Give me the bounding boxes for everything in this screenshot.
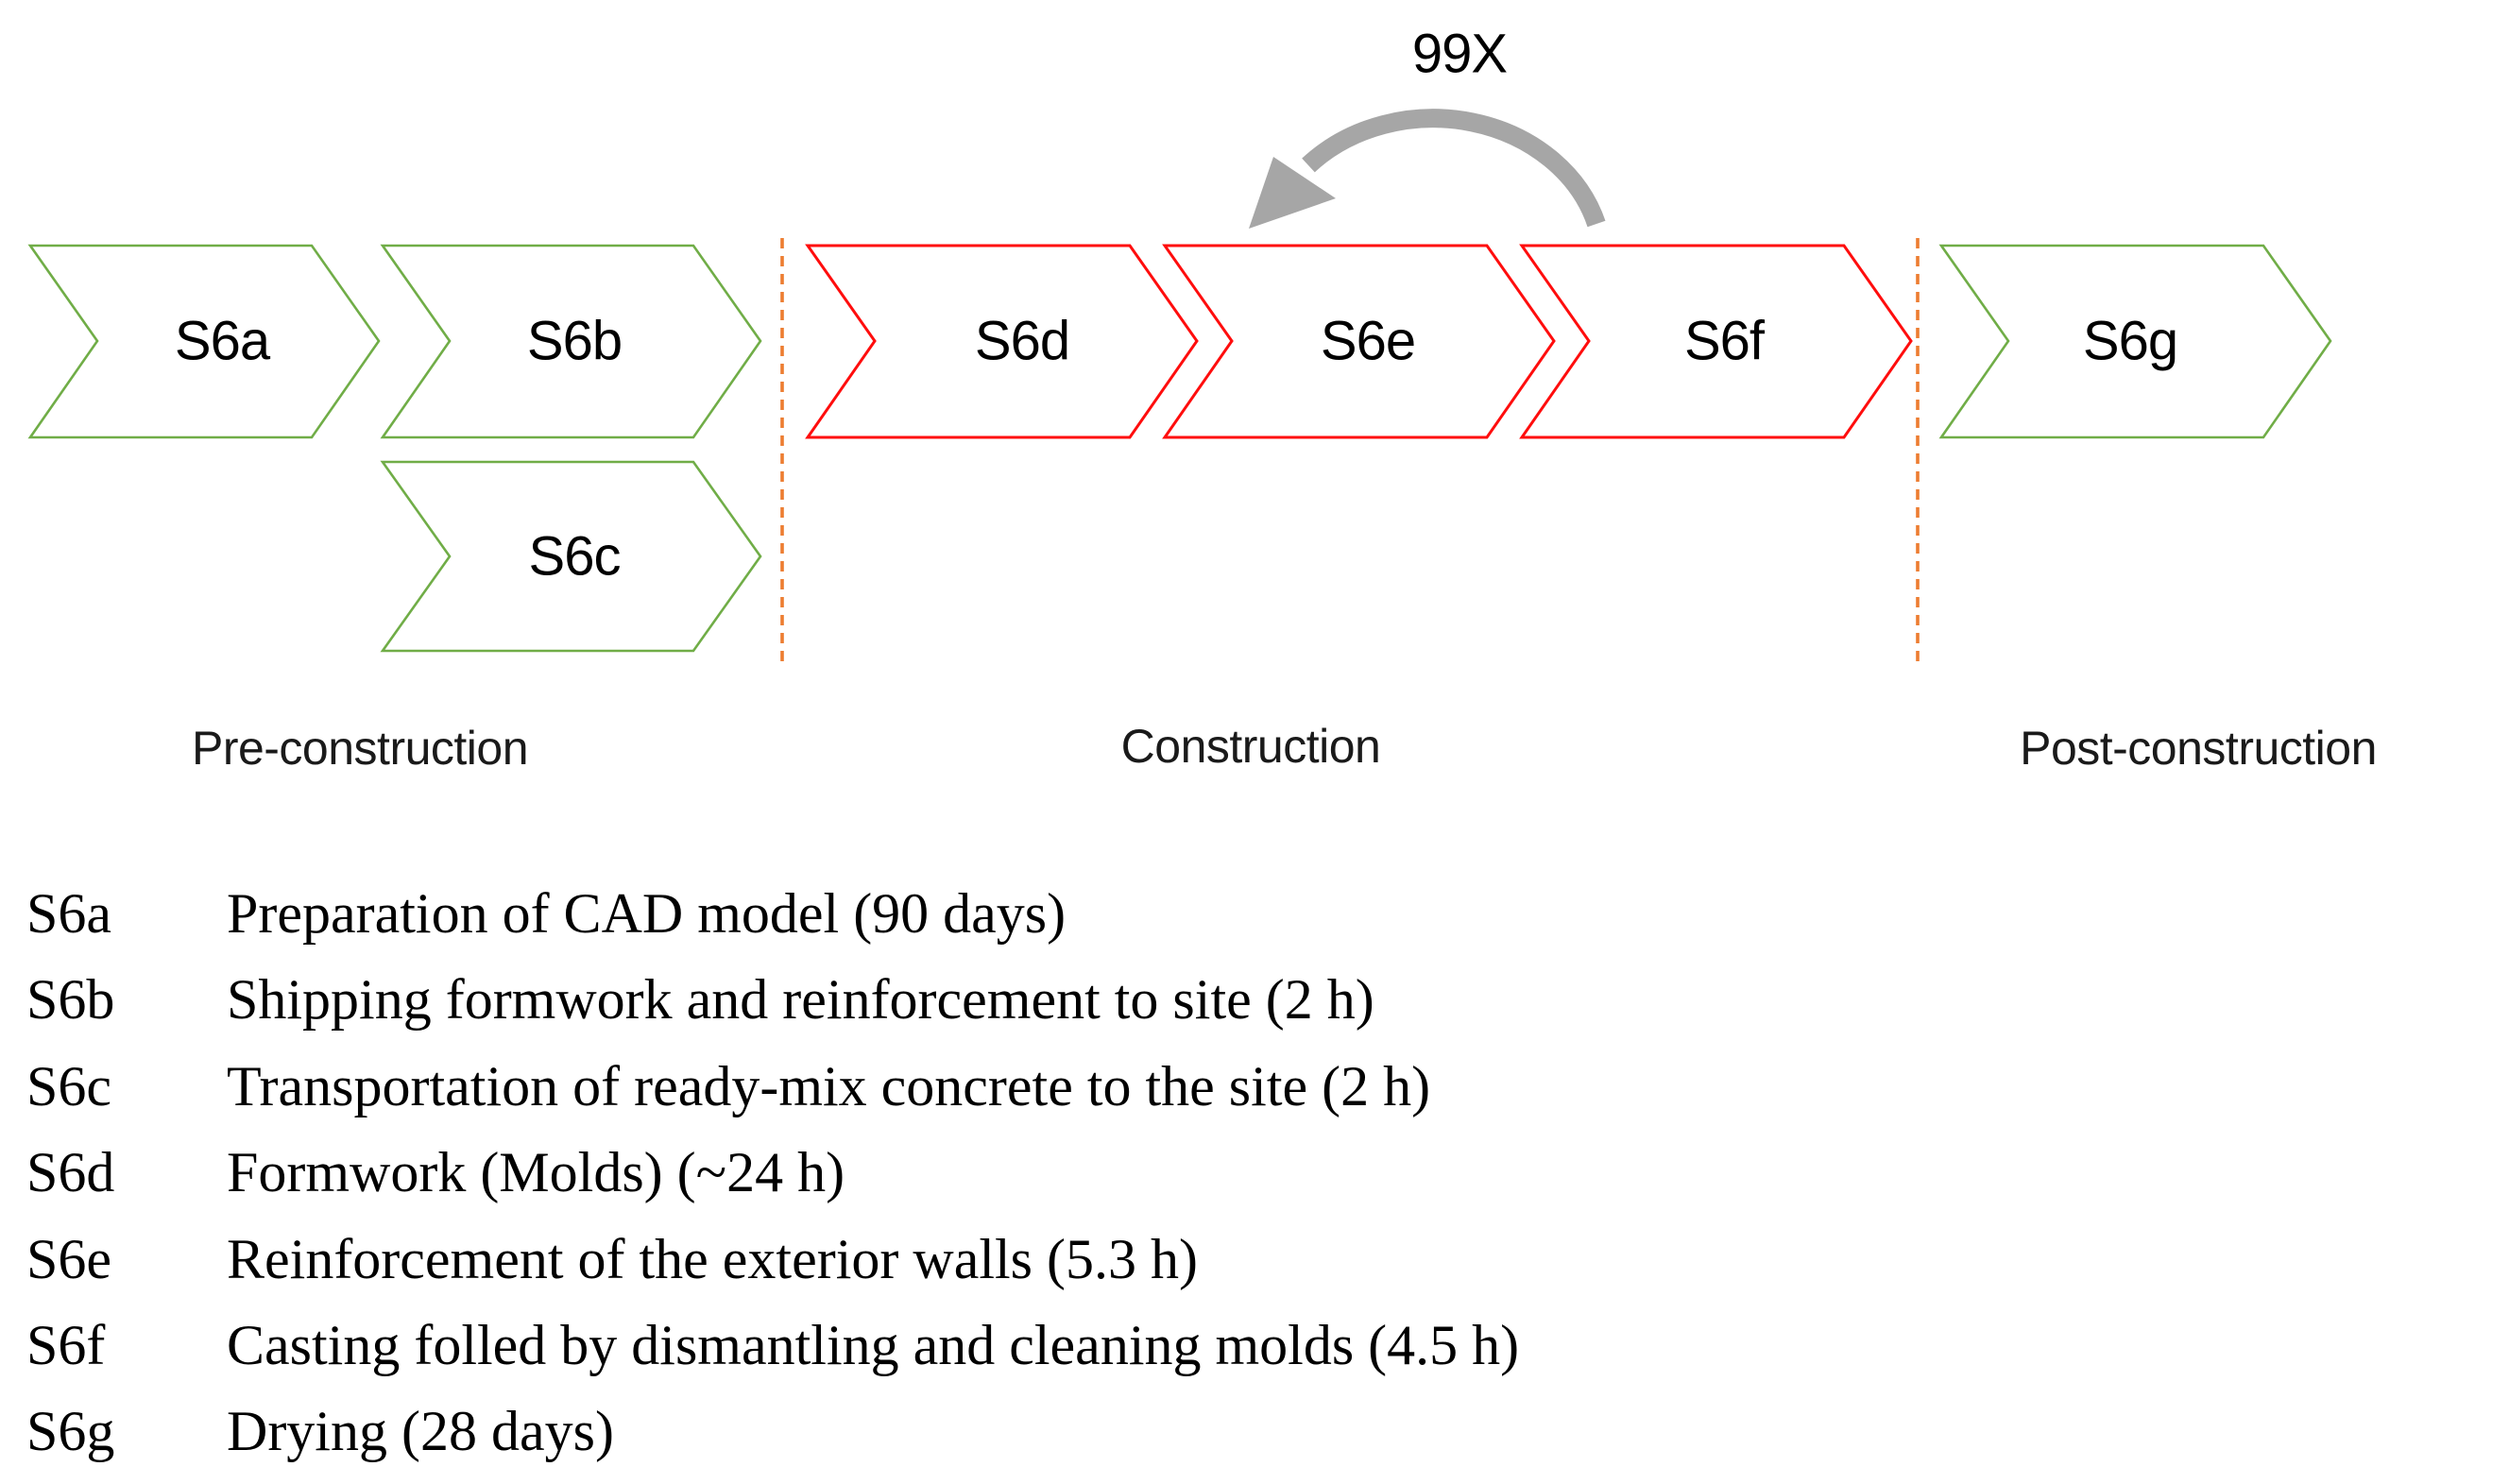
chevron-label-s6a: S6a	[174, 310, 270, 372]
legend-code: S6c	[26, 1054, 111, 1117]
chevron-label-s6e: S6e	[1320, 310, 1416, 372]
legend-code: S6f	[26, 1314, 106, 1377]
chevron-s6b	[380, 244, 762, 439]
legend-code: S6g	[26, 1400, 115, 1463]
phase-label-construction: Construction	[1120, 720, 1381, 773]
phase-label-post-construction: Post-construction	[2020, 722, 2377, 775]
loop-arrow-arrowhead-icon	[1249, 157, 1336, 229]
chevron-s6a	[27, 244, 381, 439]
chevron-label-s6g: S6g	[2082, 310, 2178, 372]
legend-item-s6a: S6a Preparation of CAD model (90 days)	[26, 871, 2490, 957]
chevron-label-s6c: S6c	[528, 525, 622, 588]
legend-item-s6f: S6f Casting folled by dismantling and cl…	[26, 1303, 2490, 1389]
legend-code: S6a	[26, 882, 111, 945]
legend-item-s6d: S6d Formwork (Molds) (~24 h)	[26, 1130, 2490, 1216]
legend-description: Formwork (Molds) (~24 h)	[227, 1141, 845, 1204]
legend-item-s6e: S6e Reinforcement of the exterior walls …	[26, 1217, 2490, 1303]
chevron-s6e	[1162, 244, 1556, 439]
chevron-s6c	[380, 460, 762, 653]
phase-label-pre-construction: Pre-construction	[191, 722, 529, 775]
legend-code: S6b	[26, 968, 115, 1032]
loop-count-label: 99X	[1411, 23, 1508, 85]
chevron-s6d	[805, 244, 1199, 439]
legend-item-s6g: S6g Drying (28 days)	[26, 1389, 2490, 1475]
loop-arrow-arc	[1302, 109, 1606, 228]
legend-description: Drying (28 days)	[227, 1400, 614, 1463]
legend-description: Shipping formwork and reinforcement to s…	[227, 968, 1374, 1032]
chevron-s6g	[1938, 244, 2332, 439]
step-legend: S6a Preparation of CAD model (90 days) S…	[26, 871, 2490, 1475]
legend-item-s6b: S6b Shipping formwork and reinforcement …	[26, 957, 2490, 1043]
legend-description: Casting folled by dismantling and cleani…	[227, 1314, 1520, 1377]
legend-code: S6e	[26, 1227, 111, 1290]
legend-description: Reinforcement of the exterior walls (5.3…	[227, 1227, 1198, 1290]
chevron-label-s6f: S6f	[1683, 310, 1765, 372]
legend-item-s6c: S6c Transportation of ready-mix concrete…	[26, 1044, 2490, 1130]
chevron-label-s6d: S6d	[974, 310, 1070, 372]
chevron-s6f	[1519, 244, 1913, 439]
chevron-label-s6b: S6b	[526, 310, 623, 372]
legend-description: Preparation of CAD model (90 days)	[227, 882, 1067, 945]
legend-description: Transportation of ready-mix concrete to …	[227, 1054, 1431, 1117]
legend-code: S6d	[26, 1141, 115, 1204]
